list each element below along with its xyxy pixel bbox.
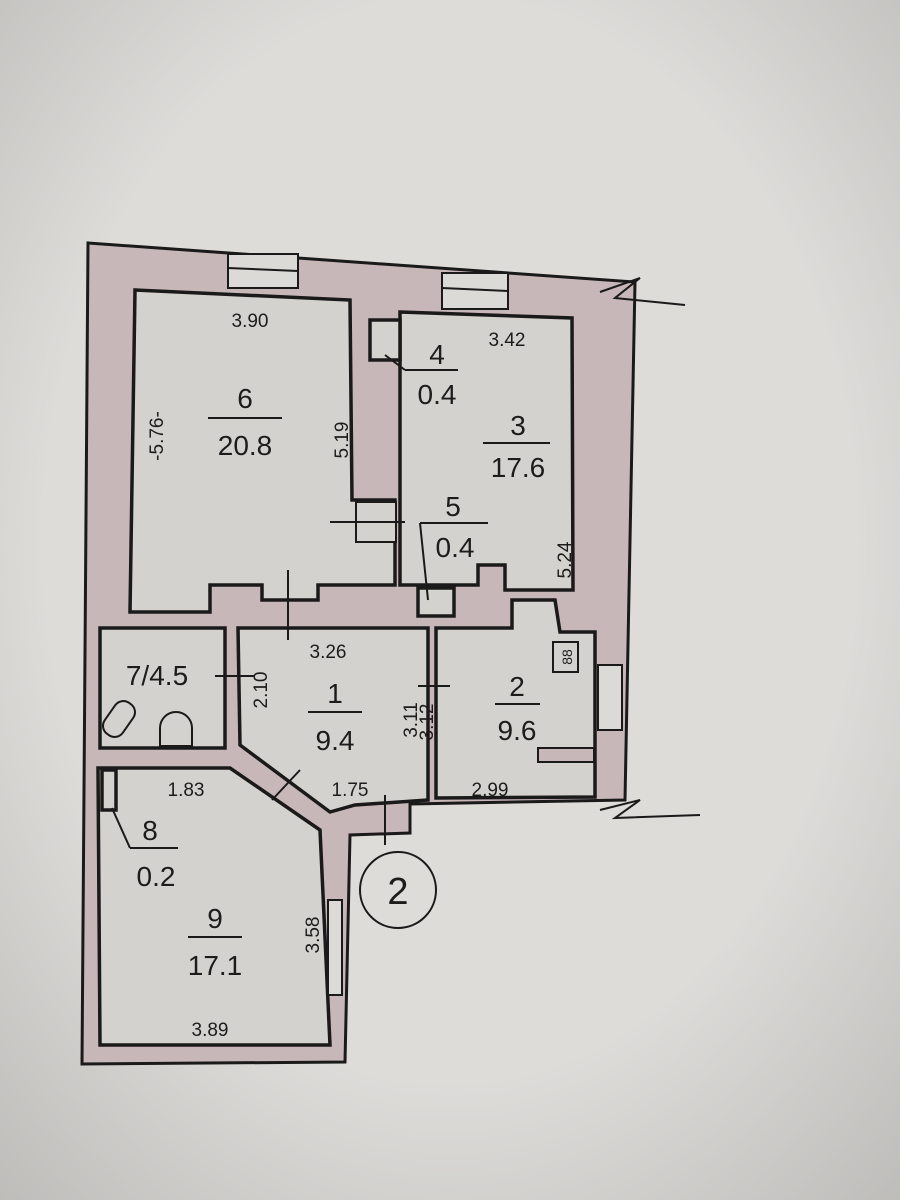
closet-8 bbox=[100, 768, 118, 812]
room-3-length: 5.24 bbox=[555, 541, 576, 578]
section-marker-number: 2 bbox=[387, 871, 408, 913]
room-3-number: 3 bbox=[510, 410, 526, 441]
room-4-number: 4 bbox=[429, 339, 445, 370]
room-6-width: 3.90 bbox=[232, 311, 269, 332]
window-line bbox=[227, 267, 299, 272]
room-3-width: 3.42 bbox=[489, 330, 526, 351]
leader-line bbox=[111, 807, 131, 849]
room-1-hall bbox=[236, 626, 430, 814]
break-line-top bbox=[599, 277, 686, 306]
room-8-width: 1.83 bbox=[168, 780, 205, 801]
section-marker-circle bbox=[359, 851, 437, 929]
room-9-number: 9 bbox=[207, 903, 223, 934]
room-9-area: 17.1 bbox=[188, 950, 243, 981]
room-5-area: 0.4 bbox=[436, 532, 475, 563]
room-8-number: 8 bbox=[142, 815, 158, 846]
room-1-number: 1 bbox=[327, 678, 343, 709]
room-6 bbox=[128, 288, 397, 614]
room-5-number: 5 bbox=[445, 491, 461, 522]
room-1-bottom: 1.75 bbox=[332, 780, 369, 801]
room-6-area: 20.8 bbox=[218, 430, 273, 461]
room-7-label: 7/4.5 bbox=[126, 660, 188, 691]
room-6-length-left: -5.76- bbox=[147, 411, 168, 461]
room-4-area: 0.4 bbox=[418, 379, 457, 410]
room-1-area: 9.4 bbox=[316, 725, 355, 756]
room-2-area: 9.6 bbox=[498, 715, 537, 746]
room-2-length: 3.12 bbox=[417, 704, 438, 741]
stove-label: 88 bbox=[559, 649, 575, 665]
room-2-number: 2 bbox=[509, 671, 525, 702]
closet-4 bbox=[368, 318, 402, 362]
leader-line bbox=[384, 354, 406, 371]
toilet-icon bbox=[159, 711, 193, 747]
room-9-length: 3.58 bbox=[303, 917, 324, 954]
room-1-length-left: 2.10 bbox=[251, 672, 272, 709]
room-9 bbox=[96, 766, 332, 1047]
room-1-width: 3.26 bbox=[310, 642, 347, 663]
break-line-bottom bbox=[599, 799, 701, 820]
room-3 bbox=[398, 310, 575, 592]
bathtub-icon bbox=[102, 700, 136, 738]
room-6-number: 6 bbox=[237, 383, 253, 414]
room-2-width: 2.99 bbox=[472, 780, 509, 801]
window bbox=[327, 899, 343, 996]
room-1-length-right: 3.11 bbox=[401, 702, 422, 738]
door-mark bbox=[271, 769, 301, 801]
window-line bbox=[441, 287, 509, 292]
room-6-length-right: 5.19 bbox=[332, 422, 353, 459]
leader-line bbox=[419, 522, 429, 601]
room-3-area: 17.6 bbox=[491, 452, 546, 483]
counter bbox=[537, 747, 595, 763]
stove-icon bbox=[552, 641, 579, 673]
room-8-area: 0.2 bbox=[137, 861, 176, 892]
room-7-bathroom bbox=[98, 626, 227, 750]
window bbox=[597, 664, 623, 731]
closet-5 bbox=[416, 586, 456, 618]
room-9-width: 3.89 bbox=[192, 1020, 229, 1041]
